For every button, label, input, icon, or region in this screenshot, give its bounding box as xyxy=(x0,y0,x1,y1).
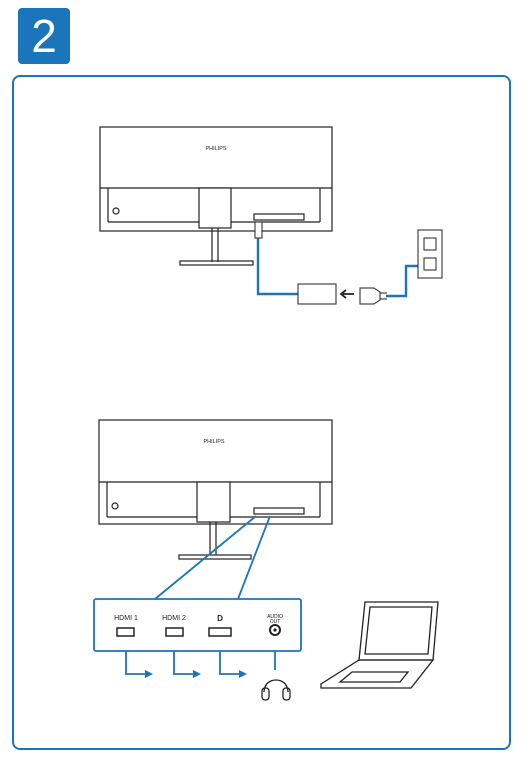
monitor-top-body xyxy=(99,126,333,232)
port-label-hdmi1: HDMI 1 xyxy=(114,615,138,622)
arrow-right-icon xyxy=(193,670,201,678)
port-label-displayport: D xyxy=(217,614,223,623)
monitor-bottom-neck xyxy=(196,481,231,523)
port-label-hdmi2: HDMI 2 xyxy=(162,615,186,622)
monitor-top-port-strip xyxy=(253,213,305,221)
power-adapter xyxy=(297,283,337,305)
zoom-callout xyxy=(93,515,302,652)
arrow-right-icon xyxy=(239,670,247,678)
monitor-top-neck xyxy=(198,187,232,229)
arrow-right-icon xyxy=(145,670,153,678)
dc-plug xyxy=(254,221,263,239)
displayport-port-icon xyxy=(208,627,232,637)
signal-cables xyxy=(125,651,276,675)
port-label-audio: AUDIO xyxy=(267,614,283,620)
step-number-badge: 2 xyxy=(18,8,70,64)
monitor-top-base xyxy=(179,260,254,266)
ac-plug-icon xyxy=(359,287,387,305)
monitor-bottom-port-strip xyxy=(253,507,305,515)
port-label-audio-out: OUT xyxy=(270,619,281,625)
hdmi2-port-icon xyxy=(165,627,184,637)
monitor-bottom-base xyxy=(178,554,252,560)
monitor-bottom xyxy=(98,419,333,560)
laptop-icon xyxy=(320,601,439,689)
monitor-top-power-port xyxy=(112,207,120,215)
arrow-left-icon xyxy=(339,289,354,299)
monitor-bottom-brand: PHILIPS xyxy=(203,439,224,445)
hdmi1-port-icon xyxy=(116,627,135,637)
power-cables xyxy=(256,236,424,298)
monitor-top-brand: PHILIPS xyxy=(205,146,226,152)
headphones-icon xyxy=(261,679,291,701)
port-panel: HDMI 1 HDMI 2 D AUDIO OUT xyxy=(114,614,283,637)
instruction-panel xyxy=(12,75,511,750)
wall-outlet-icon xyxy=(417,229,443,279)
monitor-top xyxy=(99,126,333,266)
